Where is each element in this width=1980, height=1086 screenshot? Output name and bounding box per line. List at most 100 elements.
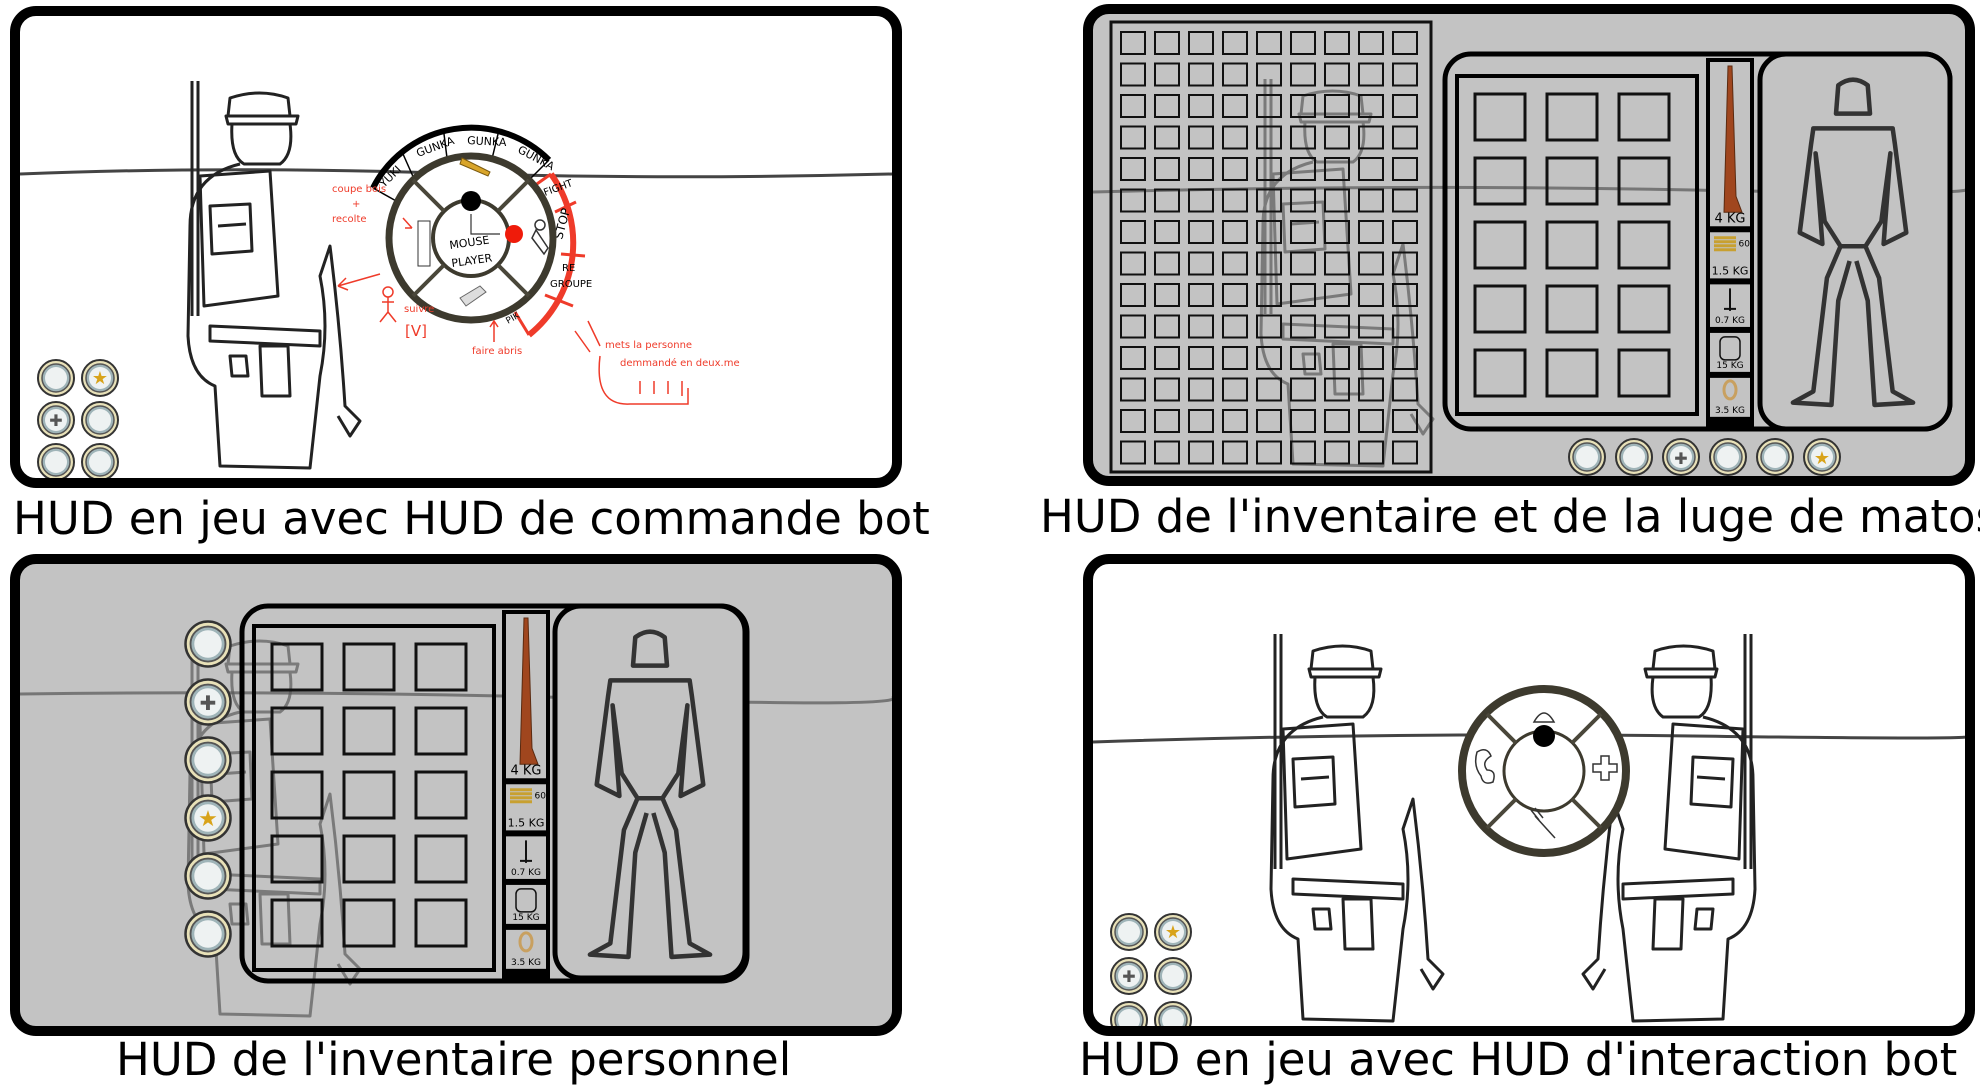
sled-slot[interactable] [1120,314,1146,339]
sled-slot[interactable] [1256,31,1282,55]
sled-slot[interactable] [1222,409,1248,433]
backpack-slot[interactable] [1473,156,1527,206]
sled-slot[interactable] [1358,283,1384,307]
shovel-icon[interactable] [459,285,487,307]
sled-slot[interactable] [1154,377,1180,402]
sled-slot[interactable] [1392,251,1418,276]
rope-icon[interactable] [1474,749,1495,784]
backpack-slot[interactable] [1545,348,1599,398]
sled-slot[interactable] [1256,220,1282,244]
sled-slot[interactable] [1188,188,1214,213]
backpack-slot[interactable] [1617,284,1671,334]
sled-slot[interactable] [1256,377,1282,402]
backpack-slot[interactable] [1545,220,1599,270]
helmet-icon[interactable] [1532,712,1556,723]
sled-slot[interactable] [1324,346,1350,370]
backpack-slot[interactable] [342,898,396,948]
sled-slot[interactable] [1324,409,1350,433]
sled-slot[interactable] [1188,251,1214,276]
sled-slot[interactable] [1358,125,1384,150]
sled-slot[interactable] [1188,31,1214,55]
backpack-slot[interactable] [270,898,324,948]
sled-slot[interactable] [1256,283,1282,307]
sled-slot[interactable] [1290,62,1316,87]
sled-slot[interactable] [1324,157,1350,181]
bot-tab-gunka-2[interactable]: GUNKA [467,134,507,149]
sled-slot[interactable] [1324,188,1350,213]
sled-slot[interactable] [1290,94,1316,118]
backpack-slot[interactable] [414,642,468,692]
backpack-slot[interactable] [1617,92,1671,142]
equipment-slot[interactable]: 0.7 KG [1710,284,1750,327]
sled-slot[interactable] [1154,188,1180,213]
sled-slot[interactable] [1222,31,1248,55]
backpack-slot[interactable] [1473,220,1527,270]
sled-slot[interactable] [1120,346,1146,370]
sled-slot[interactable] [1290,188,1316,213]
sled-slot[interactable] [1222,125,1248,150]
sled-slot[interactable] [1392,440,1418,465]
sled-slot[interactable] [1222,283,1248,307]
backpack-slot[interactable] [270,642,324,692]
sled-slot[interactable] [1256,409,1282,433]
sled-slot[interactable] [1256,157,1282,181]
order-regroup-1[interactable]: RE [562,263,575,274]
sled-slot[interactable] [1188,440,1214,465]
sled-slot[interactable] [1358,377,1384,402]
sled-slot[interactable] [1324,31,1350,55]
sled-slot[interactable] [1222,157,1248,181]
sled-slot[interactable] [1154,346,1180,370]
sled-slot[interactable] [1392,283,1418,307]
sled-slot[interactable] [1120,220,1146,244]
backpack-slot[interactable] [270,770,324,820]
sled-slot[interactable] [1154,157,1180,181]
equipment-slot[interactable]: 3.5 KG [506,929,546,969]
sled-slot[interactable] [1120,377,1146,402]
equipment-slot[interactable]: 601.5 KG [506,784,546,831]
sled-slot[interactable] [1222,62,1248,87]
backpack-slot[interactable] [270,834,324,884]
sled-slot[interactable] [1120,188,1146,213]
sled-slot[interactable] [1154,251,1180,276]
sled-slot[interactable] [1120,157,1146,181]
sled-slot[interactable] [1154,440,1180,465]
sled-slot[interactable] [1222,377,1248,402]
sled-slot[interactable] [1392,125,1418,150]
sled-slot[interactable] [1120,283,1146,307]
sled-slot[interactable] [1256,251,1282,276]
sled-slot[interactable] [1120,440,1146,465]
sled-slot[interactable] [1154,31,1180,55]
sled-slot[interactable] [1358,188,1384,213]
soldier-order-icon[interactable] [531,219,549,256]
sled-slot[interactable] [1256,314,1282,339]
sled-slot[interactable] [1120,31,1146,55]
equipment-slot[interactable]: 15 KG [1710,332,1750,372]
backpack-slot[interactable] [270,706,324,756]
sled-slot[interactable] [1188,283,1214,307]
equipment-slot[interactable]: 0.7 KG [506,836,546,879]
sled-slot[interactable] [1188,314,1214,339]
sled-slot[interactable] [1154,125,1180,150]
sled-slot[interactable] [1392,314,1418,339]
sled-slot[interactable] [1358,409,1384,433]
sled-slot[interactable] [1154,409,1180,433]
order-regroup-2[interactable]: GROUPE [550,279,592,290]
sled-slot[interactable] [1154,314,1180,339]
bugle-icon[interactable] [459,157,491,177]
backpack-slot[interactable] [1545,156,1599,206]
sled-slot[interactable] [1256,62,1282,87]
sled-slot[interactable] [1324,251,1350,276]
sled-slot[interactable] [1120,409,1146,433]
sled-slot[interactable] [1256,125,1282,150]
sled-slot[interactable] [1290,314,1316,339]
interaction-wheel[interactable] [1458,685,1630,857]
sled-slot[interactable] [1120,125,1146,150]
backpack-slot[interactable] [342,770,396,820]
sled-slot[interactable] [1358,346,1384,370]
sled-slot[interactable] [1358,220,1384,244]
sled-slot[interactable] [1290,251,1316,276]
backpack-slot[interactable] [342,706,396,756]
sled-slot[interactable] [1324,94,1350,118]
sled-slot[interactable] [1120,94,1146,118]
sled-slot[interactable] [1392,62,1418,87]
